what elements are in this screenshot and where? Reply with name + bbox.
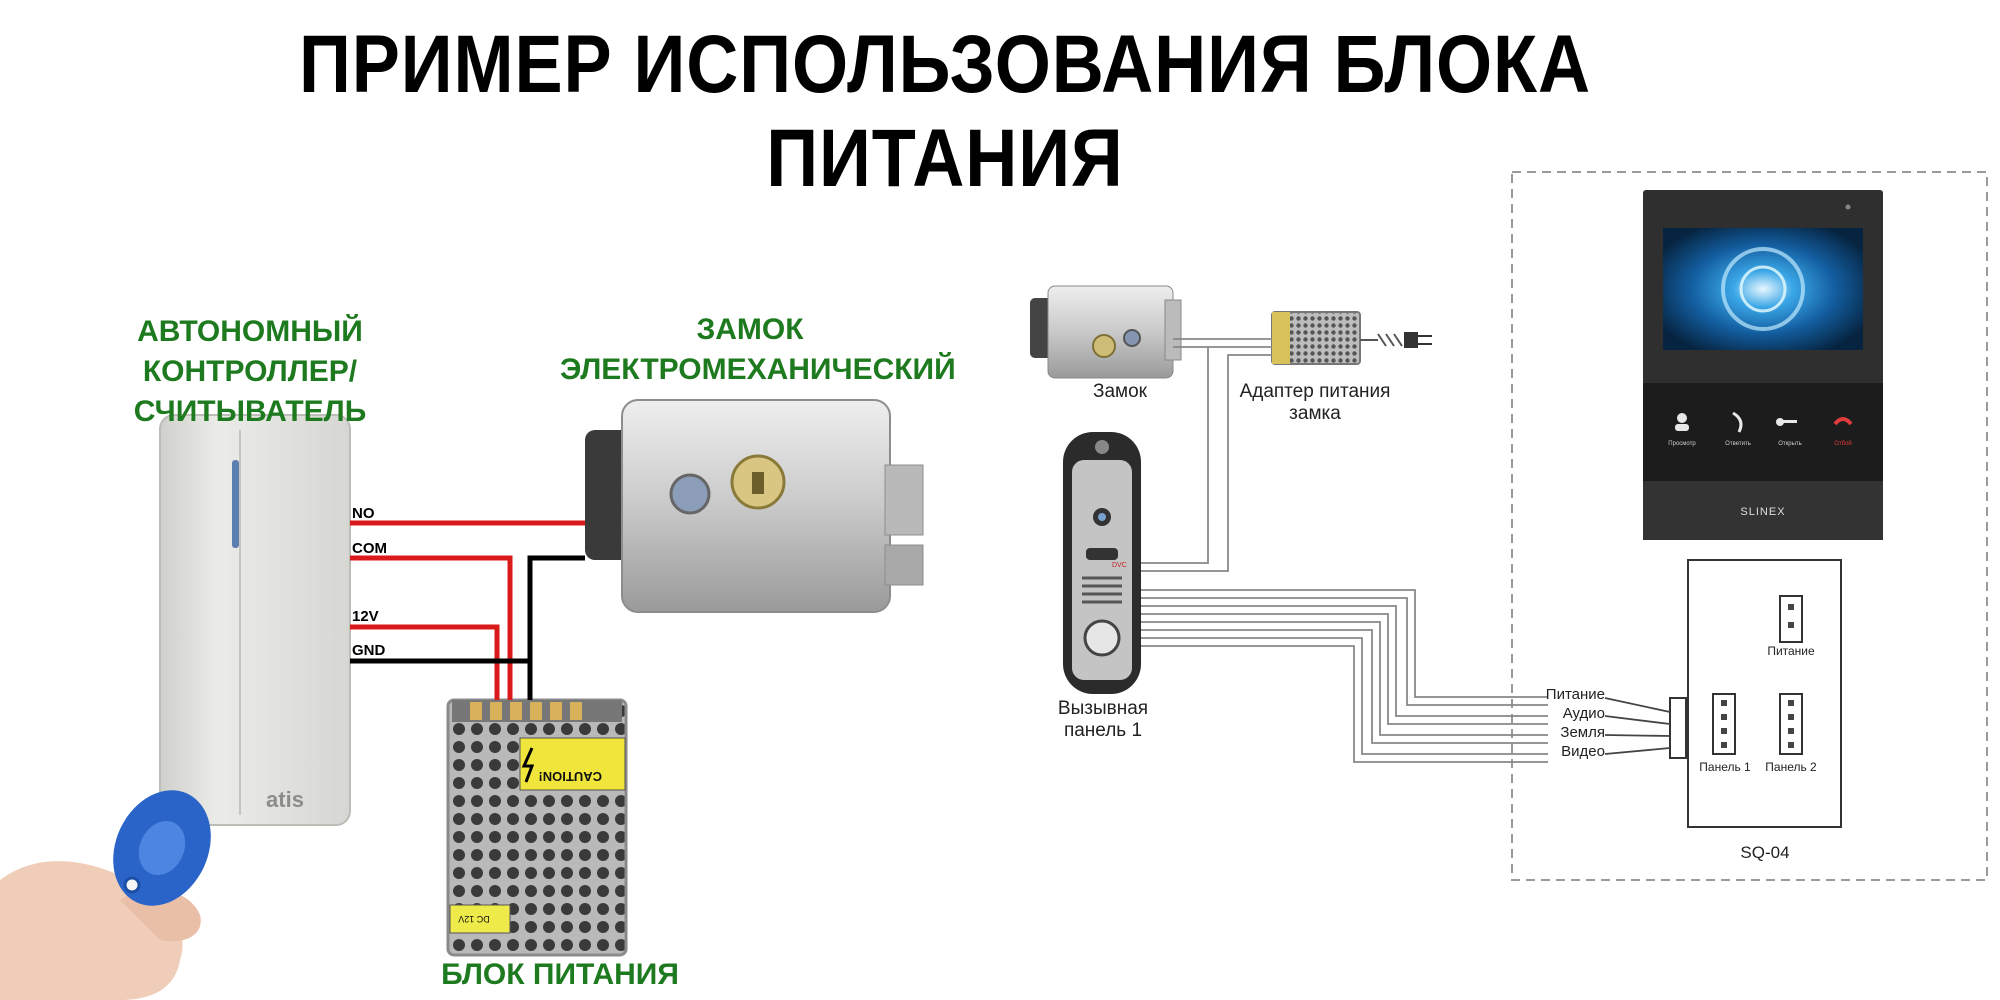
- psu-voltage-marking: DC 12V: [458, 914, 490, 924]
- psu-label: БЛОК ПИТАНИЯ: [441, 958, 679, 991]
- call-panel-caption-line-2: панель 1: [1063, 720, 1143, 741]
- monitor-brand-logo: SLINEX: [1740, 506, 1785, 518]
- wire-label-12v: 12V: [352, 608, 379, 625]
- atis-logo: atis: [266, 787, 304, 812]
- wire-lock-negative: [527, 555, 585, 700]
- page-title: ПРИМЕР ИСПОЛЬЗОВАНИЯ БЛОКА ПИТАНИЯ: [299, 19, 1591, 204]
- monitor-back-panel: [1687, 559, 1842, 828]
- monitor-btn-open: Открыть: [1778, 441, 1802, 447]
- lock-thumbnail-image: [1030, 285, 1182, 379]
- indoor-monitor-image: [1643, 190, 1883, 540]
- connectors: [1669, 595, 1803, 759]
- adapter-caption: Адаптер питания замка: [1225, 381, 1405, 425]
- adapter-caption-line-1: Адаптер питания: [1239, 381, 1391, 402]
- signal-label-ground: Земля: [1560, 724, 1605, 741]
- monitor-btn-view: Просмотр: [1668, 441, 1696, 447]
- connector-label-panel-2: Панель 2: [1765, 760, 1817, 774]
- controller-label: АВТОНОМНЫЙ КОНТРОЛЛЕР/СЧИТЫВАТЕЛЬ: [40, 312, 460, 432]
- connector-label-power: Питание: [1767, 644, 1815, 658]
- call-panel-caption-line-1: Вызывная: [1057, 698, 1149, 719]
- hand-with-key-fob-image: [0, 790, 211, 1000]
- electromechanical-lock-image: [585, 399, 924, 613]
- wire-label-gnd: GND: [352, 642, 386, 659]
- right-wires: [1141, 338, 1671, 763]
- model-label: SQ-04: [1740, 843, 1790, 862]
- wire-label-no: NO: [352, 505, 375, 522]
- connector-label-panel-1: Панель 1: [1699, 760, 1751, 774]
- monitor-btn-answer: Ответить: [1725, 441, 1751, 447]
- apartment-zone-border: [1511, 171, 1988, 881]
- signal-label-video: Видео: [1561, 743, 1605, 760]
- controller-label-line-2: КОНТРОЛЛЕР/СЧИТЫВАТЕЛЬ: [133, 355, 367, 428]
- left-wires: [350, 520, 585, 700]
- lock-label-line-2: ЭЛЕКТРОМЕХАНИЧЕСКИЙ: [560, 353, 956, 386]
- adapter-caption-line-2: замка: [1289, 403, 1341, 424]
- wire-12v: [350, 624, 500, 700]
- panel-brand-mark: DVC: [1112, 562, 1127, 569]
- monitor-btn-hangup: Отбой: [1834, 440, 1852, 447]
- power-supply-unit-image: [446, 698, 628, 957]
- lock-label-line-1: ЗАМОК: [696, 313, 804, 346]
- psu-caution-sticker: CAUTION!: [538, 769, 602, 784]
- wire-com: [350, 555, 513, 700]
- lock-caption: Замок: [1093, 381, 1147, 402]
- controller-reader-image: [159, 414, 351, 826]
- signal-label-audio: Аудио: [1562, 705, 1605, 722]
- call-panel-caption: Вызывная панель 1: [1033, 698, 1173, 742]
- controller-label-line-1: АВТОНОМНЫЙ: [137, 315, 363, 348]
- call-panel-image: [1063, 432, 1141, 694]
- wire-label-com: COM: [352, 540, 387, 557]
- signal-label-power: Питание: [1545, 686, 1605, 703]
- lock-label: ЗАМОК ЭЛЕКТРОМЕХАНИЧЕСКИЙ: [560, 310, 956, 390]
- lock-power-adapter-image: [1271, 311, 1432, 365]
